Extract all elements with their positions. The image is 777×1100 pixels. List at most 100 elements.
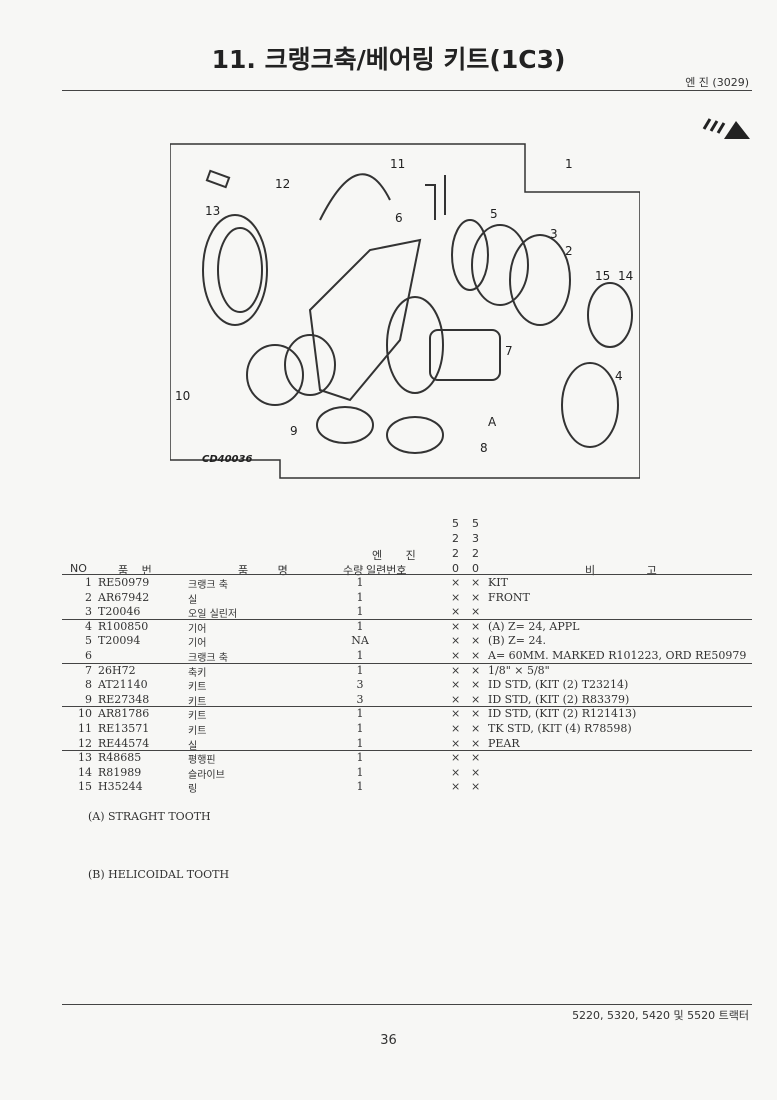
cell-m2: × <box>471 780 481 794</box>
cell-name: 실 <box>188 594 198 606</box>
cell-m1: × <box>451 722 461 735</box>
cell-m1: × <box>451 590 461 604</box>
cell-m2: × <box>471 649 481 662</box>
cell-m1: × <box>451 736 461 750</box>
cell-qty: 1 <box>356 736 364 750</box>
cell-part-no: R48685 <box>98 751 142 765</box>
cell-qty: 1 <box>356 722 364 735</box>
cell-m1: × <box>451 649 461 662</box>
header-divider <box>62 90 752 91</box>
cell-m2: × <box>471 765 481 779</box>
col-part-no-header: 품 번 <box>118 564 152 577</box>
cell-name: 기어 <box>188 638 207 650</box>
direction-arrow-icon <box>702 118 750 139</box>
cell-qty: 1 <box>356 765 364 779</box>
cell-part-no: H35244 <box>98 780 143 794</box>
page-number: 36 <box>380 1033 397 1048</box>
callout-11: 11 <box>390 157 405 171</box>
group-divider <box>62 706 752 708</box>
cell-qty: 1 <box>356 751 364 765</box>
cell-no: 9 <box>85 692 92 706</box>
cell-name: 키트 <box>188 711 207 723</box>
note-a: (A) STRAGHT TOOTH <box>88 810 211 823</box>
page-title: 11. 크랭크축/베어링 키트(1C3) <box>211 45 566 74</box>
note-b: (B) HELICOIDAL TOOTH <box>88 868 230 881</box>
cell-m2: × <box>471 619 481 633</box>
cell-m1: × <box>451 576 461 589</box>
group-divider <box>62 662 752 664</box>
callout-7: 7 <box>505 344 513 358</box>
cell-remarks: ID STD, (KIT (2) T23214) <box>488 678 629 692</box>
col-qty-header: 수량 <box>343 564 364 577</box>
cell-remarks: TK STD, (KIT (4) R78598) <box>488 722 632 735</box>
figure-code: CD40036 <box>202 454 252 465</box>
cell-no: 11 <box>78 722 92 735</box>
col-serial-top-header: 엔 진 <box>372 549 416 562</box>
cell-no: 13 <box>78 751 92 765</box>
col-name-header: 품 명 <box>238 564 288 577</box>
cell-part-no: T20094 <box>98 634 141 648</box>
cell-remarks: (A) Z= 24, APPL <box>488 619 580 633</box>
cell-m2: × <box>471 663 481 677</box>
cell-no: 14 <box>78 765 92 779</box>
cell-part-no: R100850 <box>98 619 149 633</box>
cell-qty: NA <box>351 634 369 648</box>
cell-m2: × <box>471 678 481 692</box>
cell-name: 오일 실린저 <box>188 609 238 621</box>
cell-remarks: (B) Z= 24. <box>488 634 547 648</box>
callout-14: 14 <box>618 269 633 283</box>
cell-remarks: ID STD, (KIT (2) R121413) <box>488 707 637 721</box>
callout-9: 9 <box>290 424 298 438</box>
cell-name: 축키 <box>188 667 207 679</box>
cell-m1: × <box>451 780 461 794</box>
cell-part-no: RE13571 <box>98 722 150 735</box>
cell-no: 6 <box>85 649 92 662</box>
cell-m1: × <box>451 634 461 648</box>
cell-no: 4 <box>85 619 92 633</box>
col-no-header: NO <box>70 562 87 575</box>
callout-1: 1 <box>565 157 573 171</box>
cell-remarks: A= 60MM. MARKED R101223, ORD RE50979 <box>488 649 747 662</box>
cell-remarks: ID STD, (KIT (2) R83379) <box>488 692 630 706</box>
callout-12: 12 <box>275 177 290 191</box>
cell-m2: × <box>471 751 481 765</box>
callout-10: 10 <box>175 389 190 403</box>
cell-m2: × <box>471 576 481 589</box>
cell-m1: × <box>451 765 461 779</box>
cell-part-no: RE44574 <box>98 736 150 750</box>
cell-remarks: FRONT <box>488 590 530 604</box>
cell-m2: × <box>471 590 481 604</box>
cell-qty: 1 <box>356 619 364 633</box>
cell-name: 링 <box>188 784 198 796</box>
cell-qty: 1 <box>356 576 364 589</box>
cell-m1: × <box>451 692 461 706</box>
cell-m1: × <box>451 678 461 692</box>
cell-part-no: R81989 <box>98 765 142 779</box>
cell-m1: × <box>451 605 461 619</box>
cell-m1: × <box>451 663 461 677</box>
cell-qty: 3 <box>356 678 364 692</box>
group-divider <box>62 750 752 752</box>
cell-m1: × <box>451 707 461 721</box>
callout-4: 4 <box>615 369 623 383</box>
cell-qty: 1 <box>356 780 364 794</box>
cell-name: 키트 <box>188 696 207 708</box>
cell-part-no: RE27348 <box>98 692 150 706</box>
exploded-view-illustration: 1 2 3 4 5 6 7 8 9 10 11 12 13 14 15 A CD… <box>170 143 640 479</box>
cell-qty: 1 <box>356 605 364 619</box>
callout-A: A <box>488 415 497 429</box>
footer-divider <box>62 1004 752 1005</box>
cell-name: 크랭크 축 <box>188 580 228 591</box>
callout-13: 13 <box>205 204 220 218</box>
cell-name: 키트 <box>188 726 207 737</box>
cell-no: 2 <box>85 590 92 604</box>
